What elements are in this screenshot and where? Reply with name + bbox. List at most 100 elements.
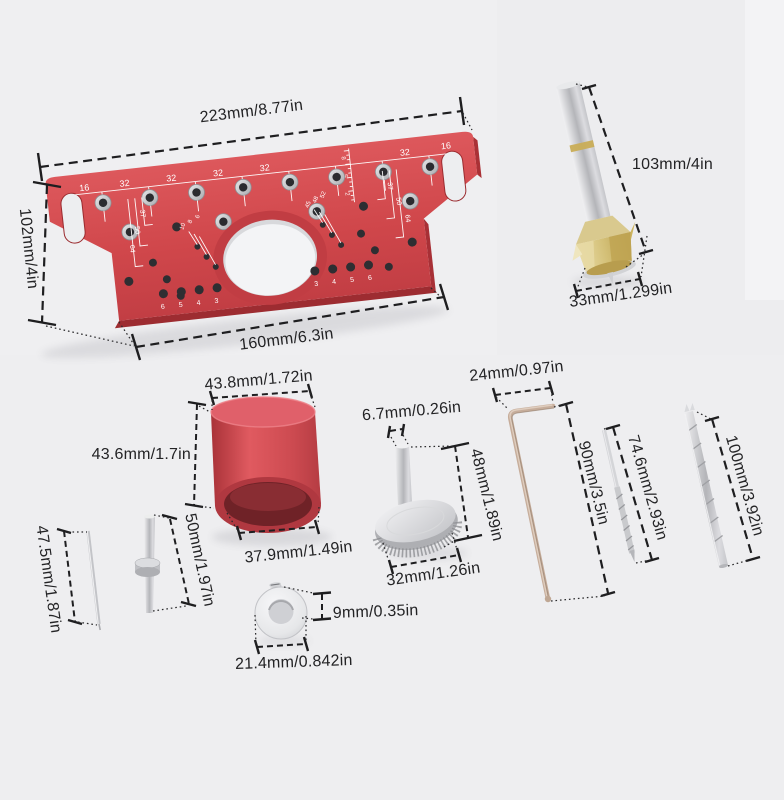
hole-size-label: 5: [178, 302, 183, 309]
knob-stem: [395, 445, 412, 505]
hole-size-label: 6: [368, 275, 373, 282]
pin-collar-top: [134, 557, 161, 569]
forstner-spur: [630, 221, 636, 242]
hex-key-highlight: [509, 404, 553, 598]
collar-hole-shadow: [268, 600, 294, 611]
center-hole: [213, 210, 328, 305]
handle-slot-right: [441, 150, 467, 202]
depth-bracket-left: 37 50 64: [127, 197, 153, 268]
hole-size-label: 4: [196, 300, 201, 307]
depth-bracket-right: 37 50 64: [377, 169, 411, 239]
drill-bushing: [421, 158, 439, 176]
bit-small-tip: [629, 549, 635, 562]
spacing-label: 32: [399, 147, 410, 158]
pin-collar-bottom: [135, 567, 160, 577]
bushing-cup: [210, 396, 321, 533]
drill-bushing: [328, 168, 346, 186]
forstner-length-dim: 103mm/4in: [632, 156, 713, 173]
depth-label: 50: [133, 226, 141, 235]
plate-wing-edge: [473, 136, 482, 179]
bit-large-spur: [684, 404, 690, 412]
thin-bit-body: [86, 530, 101, 625]
mini-label: 10: [179, 222, 187, 231]
forstner-head-facet: [575, 240, 595, 275]
mini-label: 52: [320, 190, 328, 199]
collar-ring: [254, 582, 310, 646]
forstner-bit-shadow: [572, 276, 644, 288]
bit-large-end: [718, 563, 729, 569]
labeled-holes-right: 3 4 5 6: [310, 260, 374, 288]
knob-head: [372, 499, 463, 558]
pin-top: [144, 514, 155, 519]
labeled-holes-left: 6 5 4 3: [158, 283, 222, 311]
drill-bushing: [234, 178, 252, 196]
hex-key-ball-end: [544, 595, 552, 603]
ruler-label: 2: [343, 192, 349, 197]
thin-drill-bit: [86, 530, 101, 631]
hole-size-label: 4: [332, 279, 337, 286]
forstner-cutter-edge: [572, 244, 583, 261]
mini-holes-left: 10 8 6: [179, 214, 219, 270]
spacing-label: 32: [259, 162, 270, 173]
bit-small-flutes: [614, 486, 635, 554]
forstner-bit: [556, 81, 636, 285]
cup-inner-wall: [230, 483, 306, 511]
forstner-neck: [575, 215, 631, 245]
hole-size-label: 3: [314, 281, 319, 288]
collar-height-dim: 9mm/0.35in: [333, 602, 419, 622]
forstner-gold-band: [569, 140, 595, 153]
hex-key: [507, 403, 556, 603]
bit-small-flute-lines: [616, 493, 634, 551]
thumb-screw: [372, 443, 468, 560]
depth-label: 37: [386, 182, 394, 191]
thin-bit-highlight: [86, 530, 99, 625]
guide-hole: [172, 222, 182, 232]
hole-size-label: 5: [350, 277, 355, 284]
drill-bushing: [94, 194, 112, 212]
hole-size-label: 3: [214, 298, 219, 305]
forstner-shank: [556, 81, 611, 222]
drill-bushing: [121, 223, 139, 241]
drill-bit-large: [684, 403, 729, 569]
mini-label: 6: [195, 214, 202, 220]
collar-hole: [268, 599, 294, 624]
depth-label: 50: [394, 197, 402, 206]
spacing-labels: 16 32 32 32 32 32 16: [79, 140, 452, 193]
spacing-label: 32: [212, 167, 223, 178]
positioning-pin: [134, 514, 161, 613]
spacing-label: 32: [166, 173, 177, 184]
collar-dimensions: 9mm/0.35in 21.4mm/0.842in: [235, 586, 419, 673]
collar-diameter-dim: 21.4mm/0.842in: [235, 652, 353, 673]
bit-large-body: [684, 411, 728, 567]
depth-label: 37: [138, 209, 146, 218]
hex-key-shade: [511, 407, 555, 601]
thin-bit-tip: [98, 623, 101, 631]
drill-bit-small: [601, 429, 635, 562]
bushing-row-top: [94, 158, 439, 222]
spacing-label: 32: [119, 178, 130, 189]
ruler-label: 8: [339, 156, 345, 161]
drill-bushing: [214, 213, 232, 231]
mini-label: 48: [312, 195, 320, 204]
depth-label: 64: [403, 214, 411, 223]
forstner-head-facet: [609, 231, 632, 269]
drill-bushing: [401, 192, 419, 210]
depth-label: 64: [128, 245, 136, 254]
spacing-label: 16: [79, 182, 90, 193]
drill-bushing: [308, 202, 326, 220]
spacing-label: 16: [440, 140, 451, 151]
bit-large-spur: [690, 403, 695, 411]
mini-holes-right: 45 48 52: [305, 190, 345, 248]
cup-side-dim: 43.6mm/1.7in: [92, 446, 191, 463]
forstner-shank-top: [556, 81, 580, 90]
bit-large-flute-lines: [688, 423, 724, 543]
plate-right-edge: [423, 218, 436, 292]
plate-bottom-edge: [114, 286, 437, 329]
knob-stem-top: [395, 443, 409, 449]
handle-slot-left: [60, 192, 86, 244]
jig-plate: 16 32 32 32 32 32 16 8 5 2: [45, 131, 482, 329]
bit-small-shank: [601, 429, 620, 488]
